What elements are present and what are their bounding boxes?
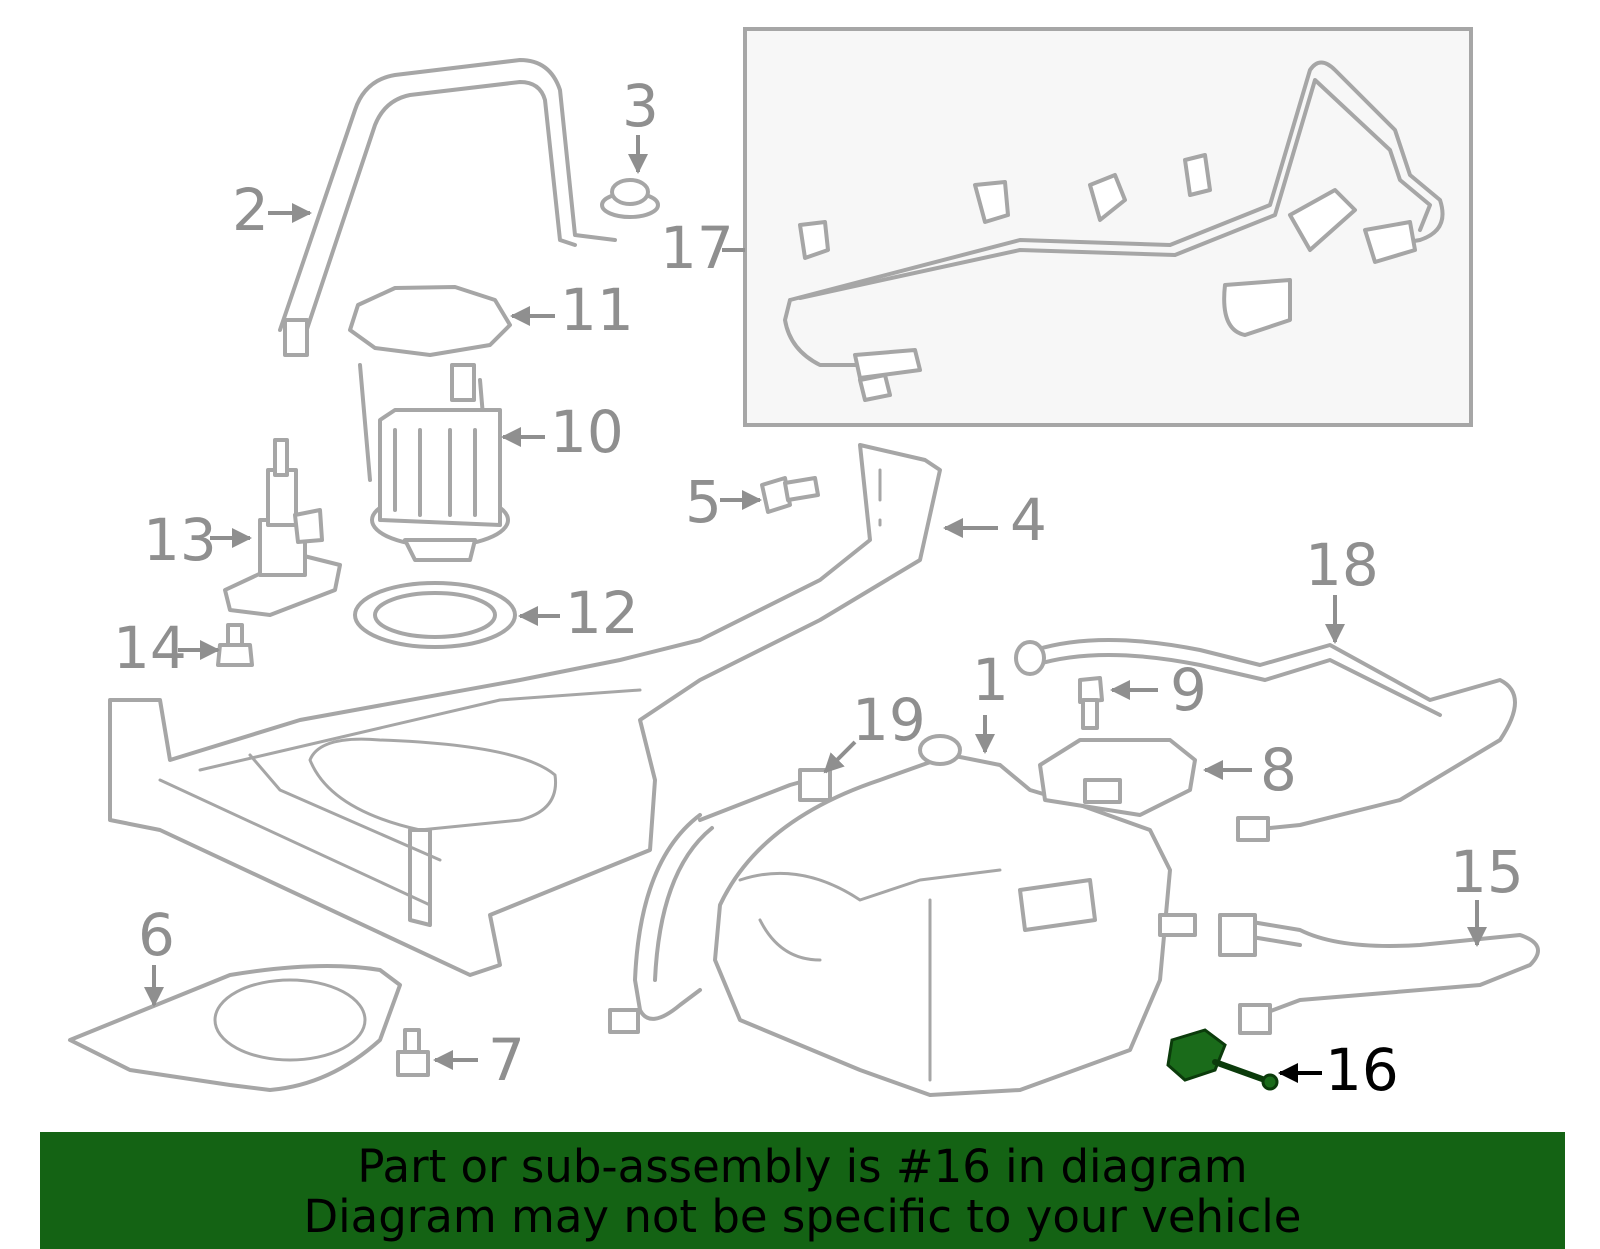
svg-text:14: 14 xyxy=(113,614,187,682)
callout-15: 15 xyxy=(1450,838,1524,947)
svg-text:3: 3 xyxy=(622,72,659,140)
part-13-regulator xyxy=(223,438,342,617)
callout-14: 14 xyxy=(113,614,220,682)
svg-text:8: 8 xyxy=(1260,736,1297,804)
callout-17: 17 xyxy=(660,214,745,282)
part-1-fuel-tank xyxy=(713,734,1197,1097)
svg-text:4: 4 xyxy=(1010,486,1047,554)
callout-9: 9 xyxy=(1110,656,1207,724)
part-3-grommet xyxy=(600,178,660,219)
callout-3: 3 xyxy=(622,72,659,174)
part-7-bolt xyxy=(396,1028,430,1077)
svg-text:6: 6 xyxy=(138,901,175,969)
banner-line-1: Part or sub-assembly is #16 in diagram xyxy=(357,1140,1248,1193)
svg-text:12: 12 xyxy=(565,579,639,647)
part-15-filler-hose xyxy=(1218,913,1540,1035)
callout-11: 11 xyxy=(510,276,634,344)
svg-text:10: 10 xyxy=(550,398,624,466)
part-2-tank-strap xyxy=(278,58,617,357)
callout-16: 16 xyxy=(1278,1036,1399,1104)
footer-banner: Part or sub-assembly is #16 in diagram D… xyxy=(40,1132,1565,1249)
svg-text:13: 13 xyxy=(143,506,217,574)
svg-text:1: 1 xyxy=(972,646,1009,714)
callout-8: 8 xyxy=(1203,736,1297,804)
svg-text:17: 17 xyxy=(660,214,734,282)
callout-18: 18 xyxy=(1305,531,1379,644)
part-10-fuel-pump-module xyxy=(358,363,510,562)
part-17-inset xyxy=(743,27,1473,427)
svg-text:9: 9 xyxy=(1170,656,1207,724)
callout-2: 2 xyxy=(232,176,312,244)
svg-text:11: 11 xyxy=(560,276,634,344)
part-19-vent-hose xyxy=(608,768,832,1034)
part-18-vent-tube xyxy=(1014,638,1517,842)
svg-text:15: 15 xyxy=(1450,838,1524,906)
svg-text:5: 5 xyxy=(685,468,722,536)
svg-text:7: 7 xyxy=(488,1026,525,1094)
part-9-bolt xyxy=(1078,676,1104,730)
part-12-lock-ring xyxy=(353,581,517,649)
callout-13: 13 xyxy=(143,506,252,574)
svg-text:2: 2 xyxy=(232,176,269,244)
banner-line-2: Diagram may not be specific to your vehi… xyxy=(303,1190,1302,1243)
part-11-seal xyxy=(348,285,512,357)
callout-12: 12 xyxy=(518,579,639,647)
part-5-bolt xyxy=(760,476,820,514)
callout-5: 5 xyxy=(685,468,762,536)
svg-text:18: 18 xyxy=(1305,531,1379,599)
callout-1: 1 xyxy=(972,646,1009,754)
svg-text:16: 16 xyxy=(1325,1036,1399,1104)
part-14-bolt xyxy=(216,623,254,667)
callout-10: 10 xyxy=(501,398,624,466)
part-4-frame-bracket xyxy=(108,443,942,977)
part-6-heat-shield xyxy=(68,964,402,1092)
callout-6: 6 xyxy=(138,901,175,1007)
part-16-highlighted xyxy=(1166,1028,1279,1091)
callout-7: 7 xyxy=(433,1026,525,1094)
callout-19: 19 xyxy=(823,686,926,774)
callout-4: 4 xyxy=(943,486,1047,554)
svg-text:19: 19 xyxy=(852,686,926,754)
part-8-module xyxy=(1038,738,1197,817)
